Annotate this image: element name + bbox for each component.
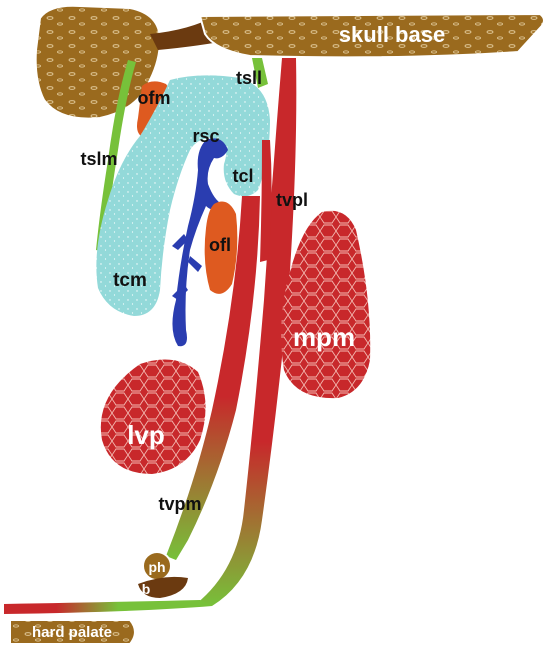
mpm-muscle [281,210,371,399]
rsc-vessel [172,138,228,347]
tslm-tendon [96,60,136,252]
tubal-cartilage [96,75,270,316]
label-mpm: mpm [293,322,355,352]
skull-base-bone [34,4,545,120]
label-tcm: tcm [113,270,147,291]
hard-palate-bone [9,619,136,645]
label-ofm: ofm [138,88,171,108]
label-rsc: rsc [192,126,219,146]
tsll-tendon [252,58,268,88]
label-skull-base: skull base [339,22,445,47]
ofl-fat [204,201,238,294]
label-ph: ph [148,559,165,575]
tvpm-muscle [166,196,260,560]
palatal-aponeurosis [4,600,212,614]
label-tslm: tslm [80,149,117,169]
b-bursa [138,576,188,598]
label-b: b [142,581,151,597]
lvp-muscle [100,359,206,474]
tcl-band [260,140,272,262]
label-lvp: lvp [127,420,165,450]
label-tvpm: tvpm [158,494,201,514]
label-tcl: tcl [232,166,253,186]
label-hard-palate: hard palate [32,624,112,641]
label-ofl: ofl [209,235,231,255]
tvpl-muscle [196,58,297,606]
label-tvpl: tvpl [276,190,308,210]
label-tsll: tsll [236,68,262,88]
